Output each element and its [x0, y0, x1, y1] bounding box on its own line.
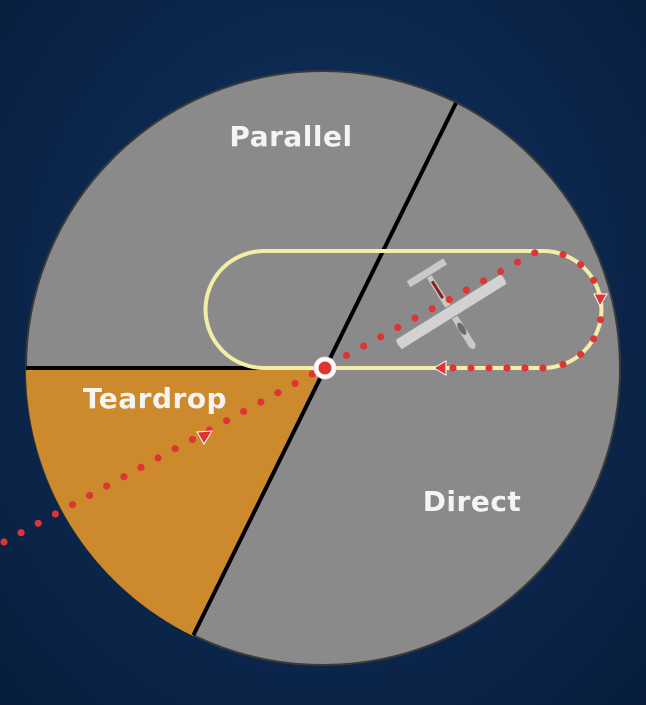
flight-path-dot: [137, 463, 145, 471]
holding-fix-marker: [313, 356, 337, 380]
flight-path-dot: [521, 364, 529, 372]
flight-path-dot: [240, 407, 248, 415]
flight-path-dot: [188, 435, 196, 443]
flight-path-dot: [223, 417, 231, 425]
parallel-label: Parallel: [229, 120, 352, 153]
flight-path-dot: [411, 314, 419, 322]
arrow-holding-inbound: [433, 360, 447, 376]
flight-path-dot: [531, 249, 539, 257]
flight-path-dot: [590, 276, 598, 284]
holding-pattern: [203, 249, 604, 370]
flight-path-dot: [497, 267, 505, 276]
flight-path-dot: [559, 360, 567, 369]
flight-path-dot: [394, 323, 402, 331]
flight-path-dot: [17, 529, 25, 537]
flight-path-dot: [360, 342, 368, 350]
flight-path-dot: [577, 350, 585, 358]
flight-path-dot: [291, 379, 299, 387]
flight-path-dot: [120, 473, 128, 481]
flight-path-dot: [257, 398, 265, 406]
flight-path-dot: [103, 482, 111, 490]
flight-path-dot: [274, 389, 282, 397]
flight-path-dot: [479, 277, 488, 285]
flight-path-dot: [539, 364, 547, 372]
arrow-holding-outbound: [593, 293, 608, 308]
flight-path-dot: [449, 364, 457, 372]
flight-path-dot: [342, 351, 351, 359]
teardrop-label: Teardrop: [83, 382, 227, 415]
flight-path-dot: [590, 335, 598, 343]
flight-path-dot: [445, 295, 453, 304]
flight-path-dot: [462, 286, 470, 294]
flight-path-dot: [68, 501, 77, 509]
flight-path-dot: [503, 364, 511, 372]
flight-path: [0, 249, 605, 546]
flight-path-dot: [86, 491, 94, 499]
flight-path-dot: [154, 454, 162, 462]
flight-path-dot: [428, 305, 436, 313]
flight-path-dot: [467, 364, 475, 372]
flight-path-dot: [597, 316, 605, 324]
flight-path-dot: [514, 258, 522, 266]
arrow-teardrop-inbound: [196, 430, 213, 445]
flight-path-dot: [577, 261, 585, 269]
flight-path-dot: [51, 510, 60, 518]
direct-label: Direct: [423, 485, 522, 518]
teardrop-sector: [25, 368, 322, 636]
flight-path-dot: [308, 370, 316, 378]
aircraft-icon: [394, 257, 508, 351]
direction-arrows: [196, 293, 608, 445]
flight-path-dot: [377, 333, 385, 341]
flight-path-dot: [559, 250, 567, 259]
flight-path-dot: [171, 445, 179, 453]
flight-path-dot: [0, 538, 8, 546]
flight-path-dot: [34, 519, 42, 527]
flight-path-dot: [485, 364, 493, 372]
